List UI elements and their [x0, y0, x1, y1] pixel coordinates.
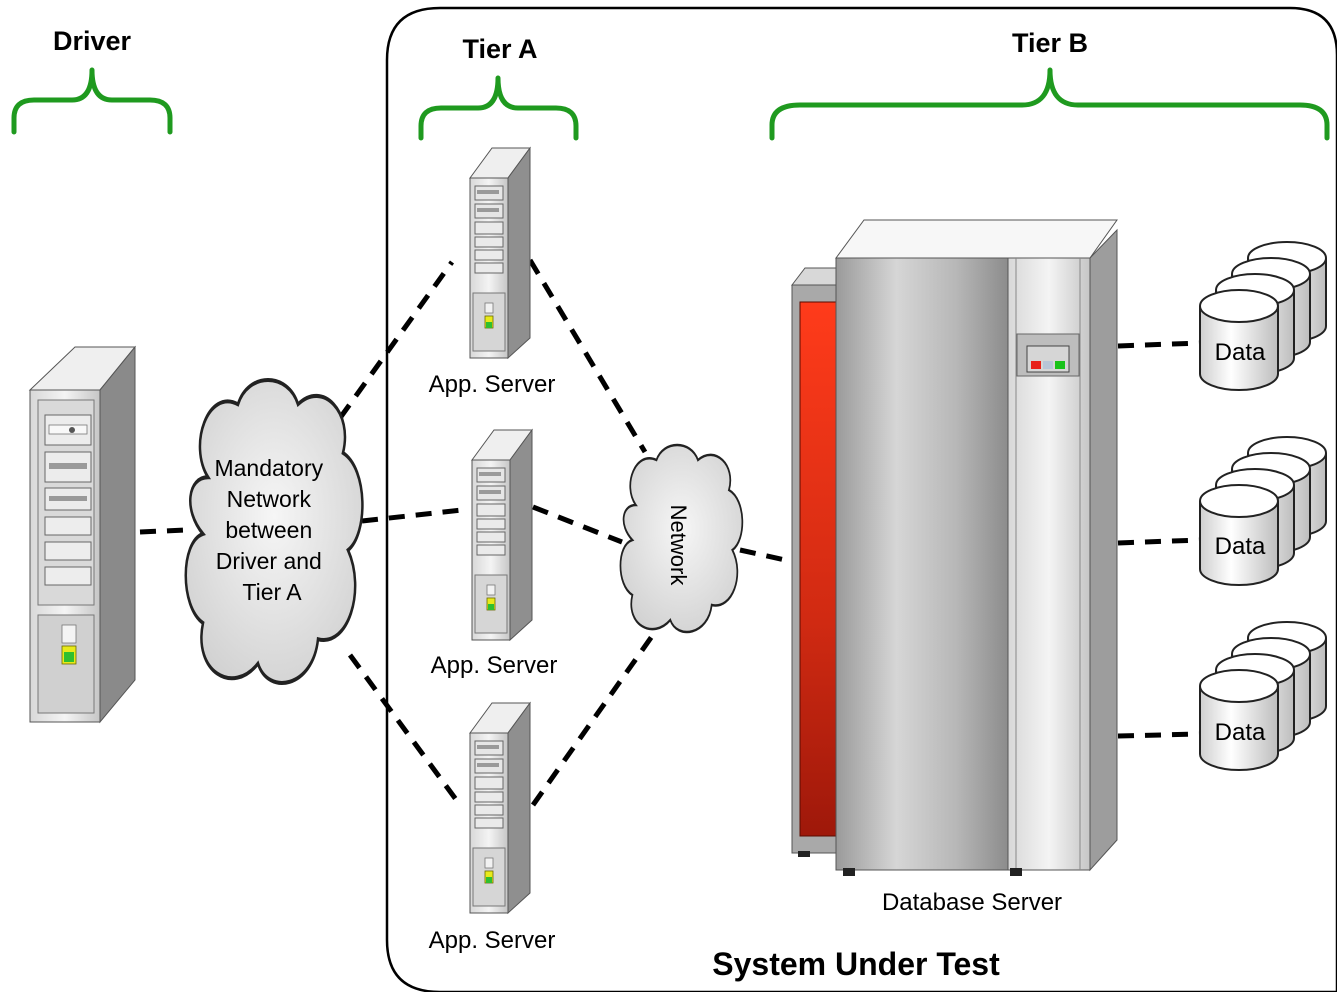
driver-heading: Driver	[53, 26, 132, 56]
mandatory-network-label: Mandatory Network between Driver and Tie…	[214, 455, 329, 605]
data-3-label: Data	[1215, 719, 1266, 746]
tier-b-brace	[769, 67, 1330, 141]
database-server-icon	[790, 219, 1118, 876]
link-cloud-app3	[347, 653, 463, 807]
link-app1-network	[527, 258, 648, 454]
app-server-2-label: App. Server	[431, 652, 558, 679]
link-network-db	[739, 547, 786, 563]
network-cloud-label: Network	[666, 505, 691, 587]
tier-b-heading: Tier B	[1012, 28, 1088, 58]
tier-a-heading: Tier A	[462, 34, 537, 64]
link-db-data1	[1117, 340, 1201, 349]
app-server-1-icon	[469, 147, 531, 359]
app-server-3-icon	[469, 702, 531, 914]
app-server-1-label: App. Server	[429, 371, 556, 398]
data-2-label: Data	[1215, 533, 1266, 560]
data-stack-2-icon	[1199, 436, 1327, 586]
driver-brace	[11, 67, 173, 135]
system-under-test-title: System Under Test	[712, 946, 1000, 982]
data-stack-3-icon	[1199, 621, 1327, 771]
data-stack-1-icon	[1199, 241, 1327, 391]
link-db-data2	[1117, 537, 1201, 546]
database-server-label: Database Server	[882, 889, 1062, 916]
app-server-3-label: App. Server	[429, 927, 556, 954]
mandatory-network-line-4: Driver and	[216, 548, 322, 574]
link-cloud-app2	[361, 507, 463, 524]
mandatory-network-line-3: between	[225, 517, 312, 543]
mandatory-network-line-2: Network	[227, 486, 312, 512]
mandatory-network-line-1: Mandatory	[214, 455, 323, 481]
link-driver-cloud	[139, 527, 187, 535]
link-cloud-app1	[337, 260, 455, 420]
mandatory-network-line-5: Tier A	[242, 579, 302, 605]
app-server-2-icon	[471, 429, 533, 641]
system-under-test-boundary	[385, 6, 1337, 992]
connection-lines	[139, 258, 1201, 807]
link-db-data3	[1117, 731, 1201, 739]
tier-a-brace	[418, 75, 579, 141]
link-app3-network	[530, 630, 658, 807]
link-app2-network	[532, 504, 623, 545]
driver-server-icon	[28, 345, 137, 724]
data-1-label: Data	[1215, 339, 1266, 366]
